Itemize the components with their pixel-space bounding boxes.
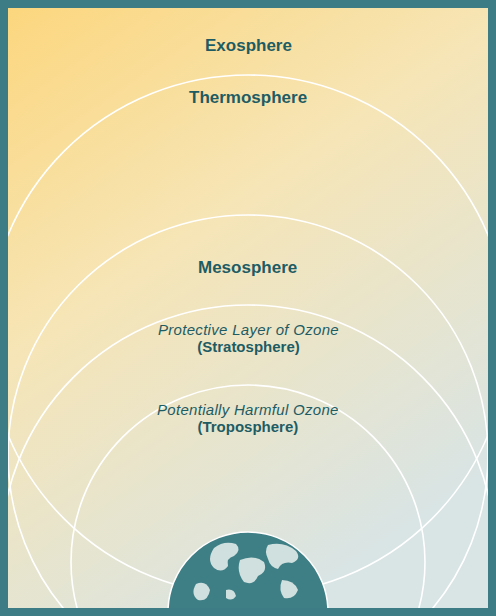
mesosphere-band: Mesosphere — [192, 256, 303, 280]
layer-name: Potentially Harmful Ozone — [157, 401, 339, 418]
layer-name: Protective Layer of Ozone — [158, 321, 339, 338]
layer-name: Exosphere — [205, 36, 292, 56]
layer-name: Mesosphere — [198, 258, 297, 278]
frame-border — [4, 4, 492, 612]
layer-subname: (Stratosphere) — [158, 338, 339, 355]
layer-boundaries — [8, 75, 488, 608]
earth-globe — [168, 532, 328, 608]
exosphere-band: Exosphere — [199, 34, 298, 58]
troposphere-band: Potentially Harmful Ozone(Troposphere) — [151, 399, 345, 438]
thermosphere-band: Thermosphere — [183, 86, 313, 110]
layer-subname: (Troposphere) — [157, 418, 339, 435]
layer-name: Thermosphere — [189, 88, 307, 108]
stratosphere-band: Protective Layer of Ozone(Stratosphere) — [152, 319, 345, 358]
